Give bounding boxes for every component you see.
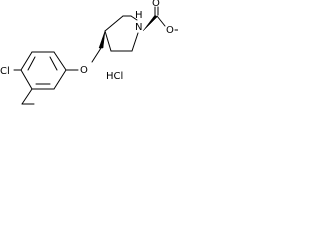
chemical-structure-diagram: N H O O O Cl HCl (0, 0, 178, 105)
carbonyl-oxygen-label: O (152, 0, 160, 9)
bond-c2-c3 (104, 15, 124, 32)
ether-oxygen-label: O (80, 65, 88, 76)
bond-ar-6-1 (53, 69, 67, 90)
bond-ar-3-4 (20, 51, 33, 71)
ester-oxygen-label: O (166, 25, 174, 36)
bond-c3-c4 (104, 30, 112, 52)
ring-nitrogen-label: N (135, 22, 142, 33)
methyl-ester-group (154, 6, 178, 31)
stereo-wedge-c4-oxygen (98, 30, 106, 49)
bond-carbonyl-c-ester-o (156, 15, 166, 27)
hydrochloride-salt-label: HCl (106, 71, 123, 82)
bond-ar-1-2 (53, 51, 67, 71)
bond-n1-c2 (130, 15, 138, 21)
pyrrolidine-ring (104, 15, 139, 52)
bond-ar-inner-b (27, 56, 36, 71)
bond-c4-ether-o (91, 47, 102, 63)
bond-c5-n1 (131, 32, 139, 52)
benzene-ring (20, 51, 67, 90)
bond-ar-inner-a (49, 56, 58, 71)
ethyl-group (21, 88, 35, 105)
bond-ar-ethyl-ch2 (21, 88, 33, 105)
stereo-wedge-c2-carbonyl (142, 14, 158, 32)
chlorine-label: Cl (0, 66, 10, 77)
nitrogen-hydrogen-label: H (135, 10, 143, 21)
bond-ar-4-5 (20, 69, 33, 90)
